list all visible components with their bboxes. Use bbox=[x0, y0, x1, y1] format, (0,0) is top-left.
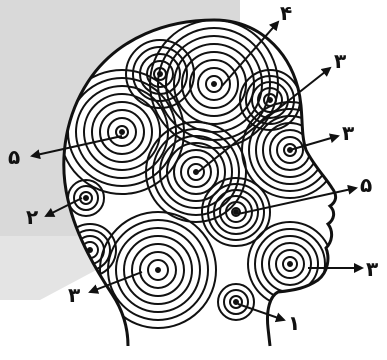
spiral-center bbox=[234, 210, 238, 214]
label-left: ۵ bbox=[8, 145, 20, 169]
label-right: ۵ bbox=[360, 173, 372, 197]
label-lower-right: ۳ bbox=[366, 257, 378, 281]
spiral-center bbox=[194, 170, 198, 174]
spiral-center bbox=[84, 196, 88, 200]
spiral-center bbox=[158, 72, 162, 76]
head-region bbox=[60, 15, 350, 350]
label-lower-left: ۳ bbox=[68, 283, 80, 307]
spiral-center bbox=[268, 98, 272, 102]
label-top: ۴ bbox=[280, 1, 292, 25]
spiral-center bbox=[120, 130, 124, 134]
spiral-center bbox=[156, 268, 160, 272]
label-upper-right: ۳ bbox=[334, 49, 346, 73]
label-left-small: ۲ bbox=[26, 205, 38, 229]
spiral-center bbox=[288, 262, 292, 266]
label-mid-right: ۳ bbox=[342, 121, 354, 145]
spiral-center bbox=[212, 82, 216, 86]
label-bottom: ۱ bbox=[288, 311, 300, 335]
spiral-center bbox=[234, 300, 238, 304]
